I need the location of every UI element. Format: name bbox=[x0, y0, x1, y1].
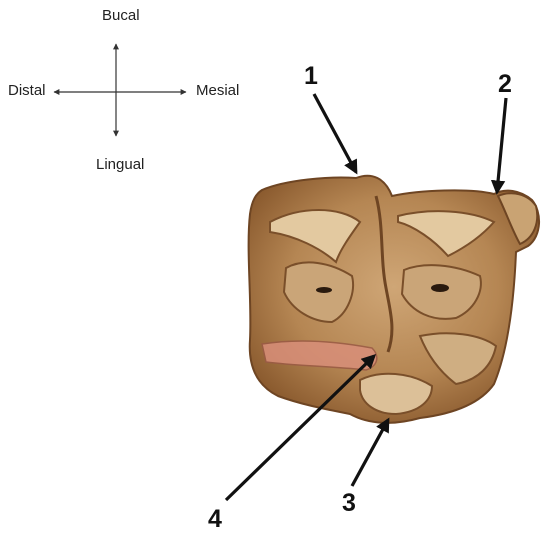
enamel-fold-upper-right bbox=[397, 210, 496, 258]
fossette-left-pit bbox=[316, 287, 332, 293]
arrow-3 bbox=[350, 417, 390, 487]
callout-number-2: 2 bbox=[498, 70, 512, 98]
enamel-fold-upper-left bbox=[269, 209, 362, 264]
right-lower-lobe bbox=[418, 332, 498, 386]
fossette-left bbox=[282, 261, 354, 324]
label-mesial: Mesial bbox=[196, 82, 240, 99]
arrow-1 bbox=[312, 93, 358, 175]
arrow-2 bbox=[490, 97, 508, 195]
central-enamel-ridge bbox=[374, 195, 394, 353]
callout-number-1: 1 bbox=[304, 62, 318, 90]
label-bucal: Bucal bbox=[102, 7, 140, 24]
callout-number-4: 4 bbox=[208, 505, 222, 533]
callout-number-3: 3 bbox=[342, 489, 356, 517]
label-lingual: Lingual bbox=[96, 156, 145, 173]
label-distal: Distal bbox=[8, 82, 46, 99]
mesial-protrusion bbox=[496, 192, 539, 246]
arrow-4 bbox=[224, 353, 377, 502]
lower-lobe bbox=[359, 372, 434, 416]
fossette-right bbox=[400, 264, 482, 320]
fossette-right-pit bbox=[431, 284, 449, 292]
